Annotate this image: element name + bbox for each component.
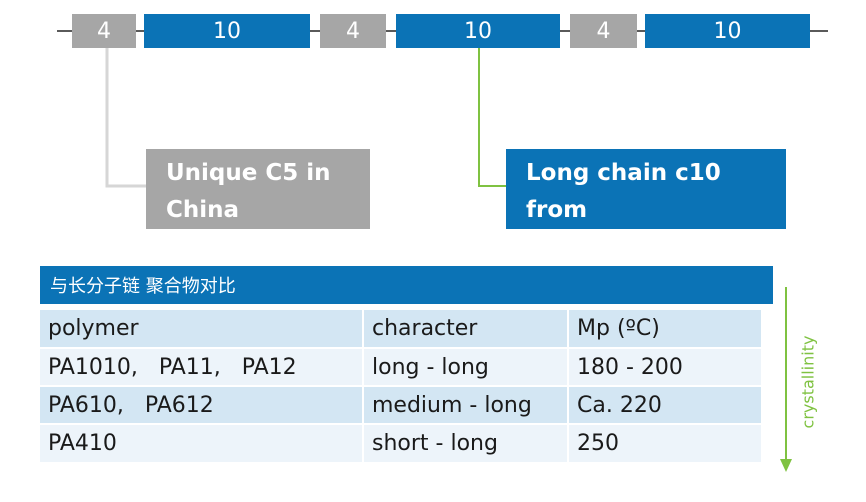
chain-segment-c10: 10 (645, 14, 810, 48)
column-header-polymer: polymer (40, 310, 363, 348)
chain-line-4 (560, 30, 570, 32)
chain-line-1 (136, 30, 144, 32)
chain-segment-c4: 4 (570, 14, 637, 48)
cell-mp: 180 - 200 (567, 347, 761, 386)
table-row: PA410 short - long 250 (40, 423, 761, 462)
cell-character: medium - long (362, 385, 568, 424)
cell-polymer: PA410 (40, 423, 363, 462)
c5-connector-line (105, 48, 146, 188)
chain-line-left (57, 30, 72, 32)
c10-connector-line (478, 48, 508, 187)
callout-c5-line1: Unique C5 in (166, 160, 331, 186)
cell-polymer: PA1010, PA11, PA12 (40, 347, 363, 386)
callout-long-chain-c10: Long chain c10 from castor oil (506, 149, 786, 260)
crystallinity-label: crystallinity (798, 335, 818, 429)
cell-polymer: PA610, PA612 (40, 385, 363, 424)
table-row-header: polymer character Mp (ºC) (40, 310, 761, 348)
callout-connectors (105, 48, 508, 188)
chain-line-right (810, 30, 828, 32)
table-row: PA610, PA612 medium - long Ca. 220 (40, 385, 761, 424)
crystallinity-arrow-icon (780, 287, 792, 472)
callout-c5-line2: China (166, 197, 240, 223)
cell-mp: Ca. 220 (567, 385, 761, 424)
callout-c10-line2: castor oil (526, 234, 647, 260)
callout-unique-c5: Unique C5 in China (146, 149, 370, 229)
chain-segment-c4: 4 (72, 14, 136, 48)
cell-mp: 250 (567, 423, 761, 462)
chain-line-2 (310, 30, 320, 32)
table-header: 与长分子链 聚合物对比 (40, 266, 773, 304)
chain-segment-c10: 10 (396, 14, 560, 48)
cell-character: short - long (362, 423, 568, 462)
chain-segment-c4: 4 (320, 14, 386, 48)
column-header-character: character (362, 310, 568, 348)
cell-character: long - long (362, 347, 568, 386)
table-header-title: 与长分子链 聚合物对比 (50, 276, 236, 297)
column-header-mp: Mp (ºC) (567, 310, 761, 348)
callout-c10-line1: Long chain c10 from (526, 160, 721, 223)
chain-line-5 (637, 30, 645, 32)
table-row: PA1010, PA11, PA12 long - long 180 - 200 (40, 347, 761, 386)
chain-line-3 (386, 30, 396, 32)
chain-segment-c10: 10 (144, 14, 310, 48)
polymer-comparison-table: polymer character Mp (ºC) PA1010, PA11, … (40, 310, 761, 462)
